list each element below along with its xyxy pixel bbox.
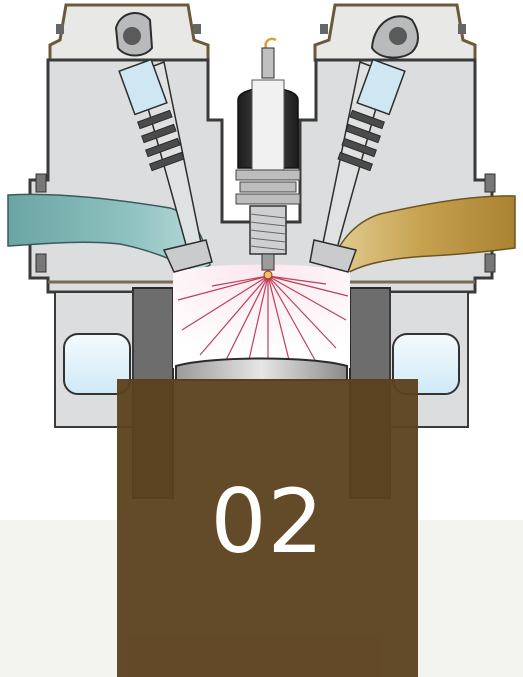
spark-point	[264, 271, 272, 279]
step-number: 02	[117, 478, 418, 566]
piston	[176, 359, 347, 381]
